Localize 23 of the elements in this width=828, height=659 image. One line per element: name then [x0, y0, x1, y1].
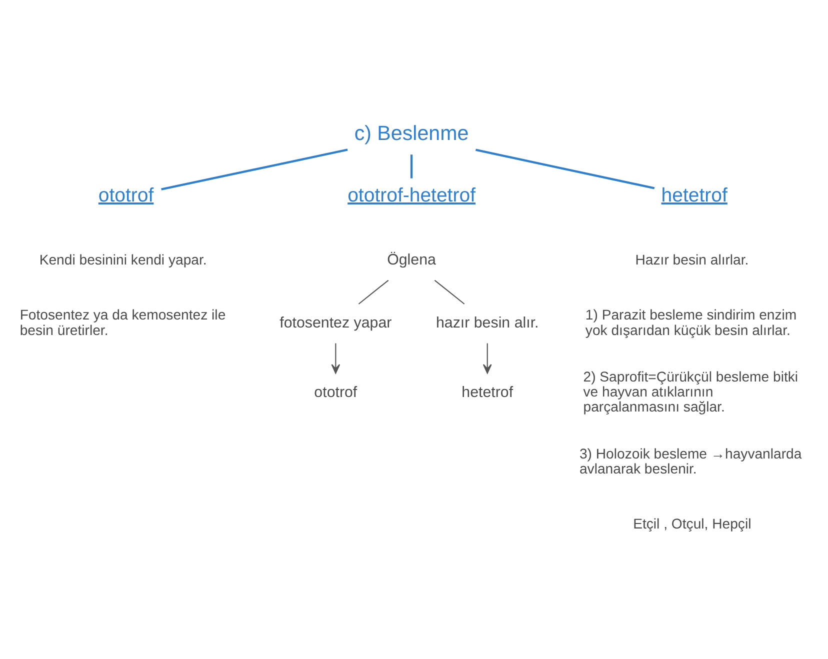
- node-text: hetetrof: [461, 383, 513, 400]
- node-label: Etçil , Otçul, Hepçil: [632, 515, 751, 532]
- node-text: ototrof: [98, 184, 154, 206]
- connector: [410, 154, 412, 178]
- node-text: c) Beslenme: [354, 122, 468, 145]
- connector: [434, 279, 464, 304]
- node-text: Öglena: [386, 251, 436, 268]
- node-label: Hazır besin alırlar.: [634, 250, 748, 267]
- arrow: [482, 342, 492, 374]
- node-text: ototrof-hetetrof: [347, 184, 475, 206]
- connector: [160, 148, 348, 190]
- node-label: 3) Holozoik besleme →hayvanlarda avlanarak beslenir.: [578, 444, 802, 476]
- node-text: hetetrof: [660, 184, 727, 206]
- node-text: hazır besin alır.: [435, 314, 538, 332]
- node-label: 2) Saprofit=Çürükçül besleme bitki ve hayvan atıklarının parçalanmasını sağlar.: [582, 368, 798, 414]
- connector: [474, 148, 654, 189]
- node-label: Kendi besinini kendi yapar.: [38, 250, 206, 267]
- node-label: 1) Parazit besleme sindirim enzim yok dışarıdan küçük besin alırlar.: [584, 306, 796, 338]
- node-text: ototrof: [314, 383, 357, 400]
- node-label: Fotosentez ya da kemosentez ile besin üretirler.: [19, 306, 226, 338]
- arrow: [330, 342, 340, 374]
- connector: [358, 279, 388, 304]
- node-text: fotosentez yapar: [279, 314, 392, 332]
